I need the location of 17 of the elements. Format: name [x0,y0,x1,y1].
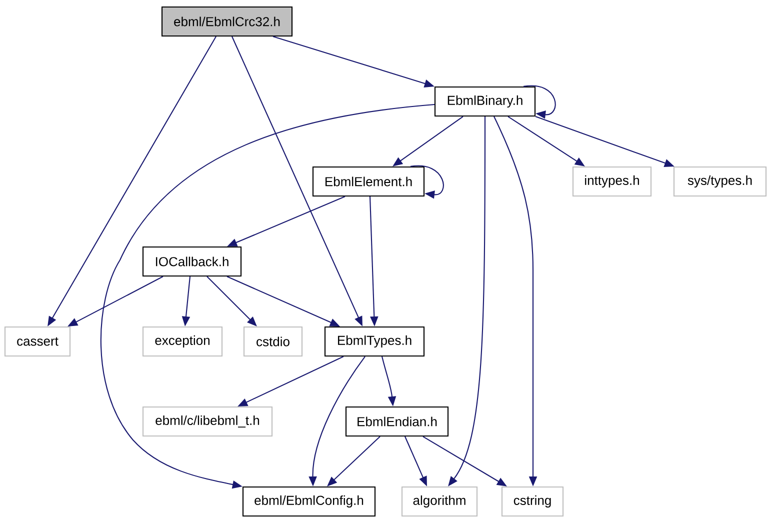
file-box: cstring [501,486,564,517]
file-box: inttypes.h [572,166,652,197]
file-box: sys/types.h [673,166,767,197]
file-box: ebml/c/libebml_t.h [142,406,273,437]
file-box: EbmlElement.h [312,166,425,197]
loop-arrow [410,165,444,199]
file-box: EbmlBinary.h [434,86,536,117]
file-box: ebml/EbmlConfig.h [242,486,376,517]
file-box: cstdio [243,326,303,357]
file-box: cassert [4,326,71,357]
file-box: EbmlTypes.h [324,326,425,357]
highlighted-file-box: ebml/EbmlCrc32.h [161,6,293,37]
file-box: EbmlEndian.h [345,406,449,437]
file-box: algorithm [401,486,478,517]
loop-arrow [524,85,556,119]
file-box: exception [142,326,223,357]
file-box: IOCallback.h [142,246,242,277]
